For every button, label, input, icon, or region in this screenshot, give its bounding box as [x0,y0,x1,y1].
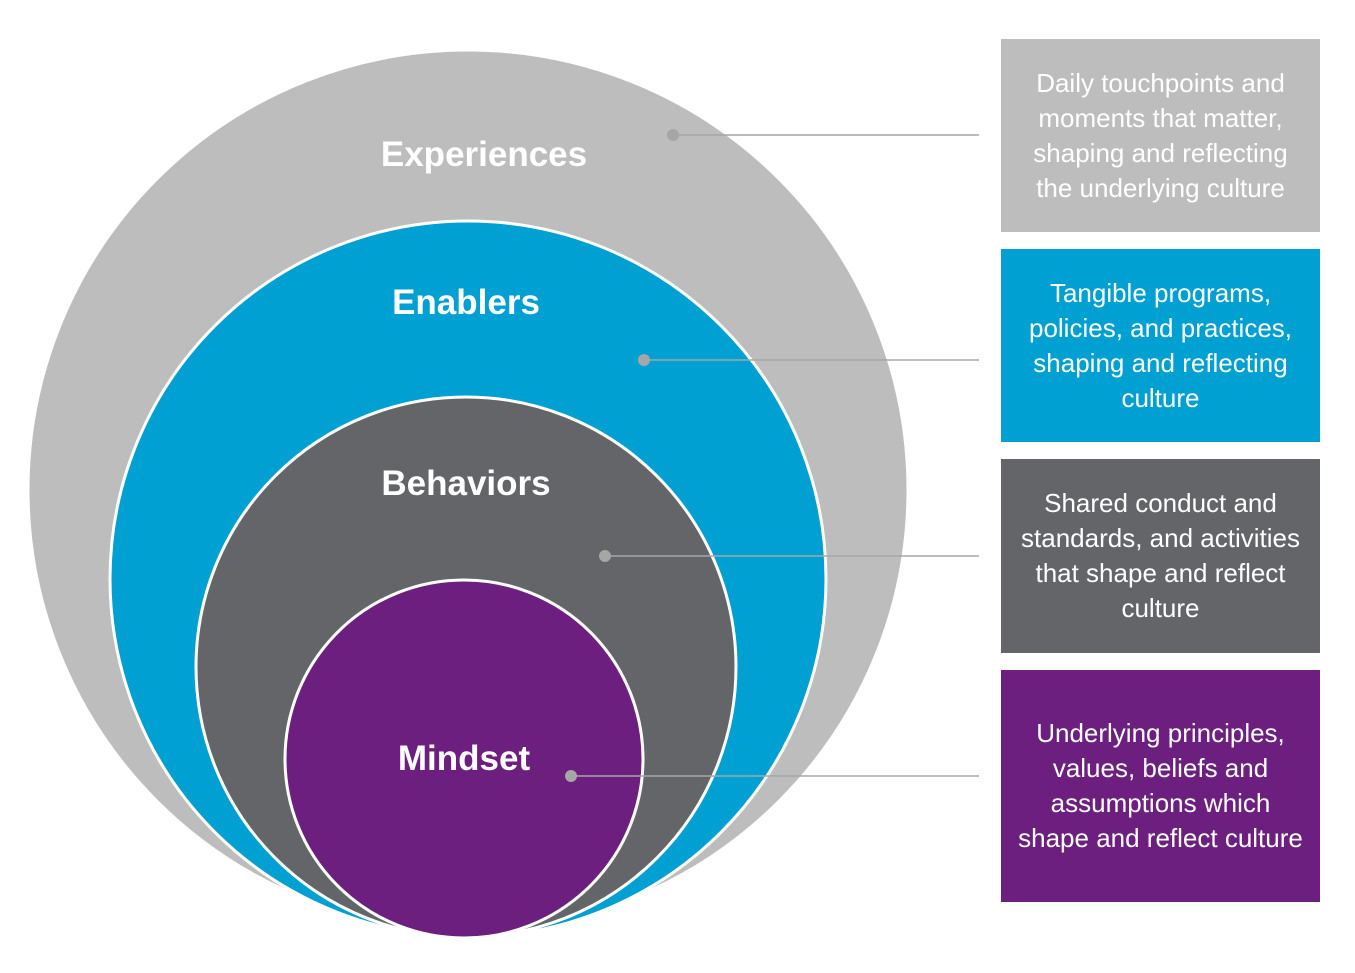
enablers-description-box: Tangible programs, policies, and practic… [1001,249,1320,442]
mindset-description: Underlying principles, values, beliefs a… [1018,718,1303,853]
mindset-description-box: Underlying principles, values, beliefs a… [1001,670,1320,902]
experiences-description: Daily touchpoints and moments that matte… [1033,67,1288,203]
enablers-title: Enablers [392,283,540,322]
mindset-title: Mindset [398,739,531,778]
behaviors-description-box: Shared conduct and standards, and activi… [1001,459,1320,653]
experiences-description-box: Daily touchpoints and moments that matte… [1001,39,1320,232]
experiences-title: Experiences [381,135,587,174]
enablers-connector-dot [638,354,650,366]
mindset-connector-dot [565,770,577,782]
behaviors-connector-dot [599,550,611,562]
behaviors-title: Behaviors [381,464,550,503]
mindset-circle [283,578,645,940]
behaviors-description: Shared conduct and standards, and activi… [1021,488,1300,623]
experiences-connector-dot [667,129,679,141]
enablers-description: Tangible programs, policies, and practic… [1028,277,1293,413]
